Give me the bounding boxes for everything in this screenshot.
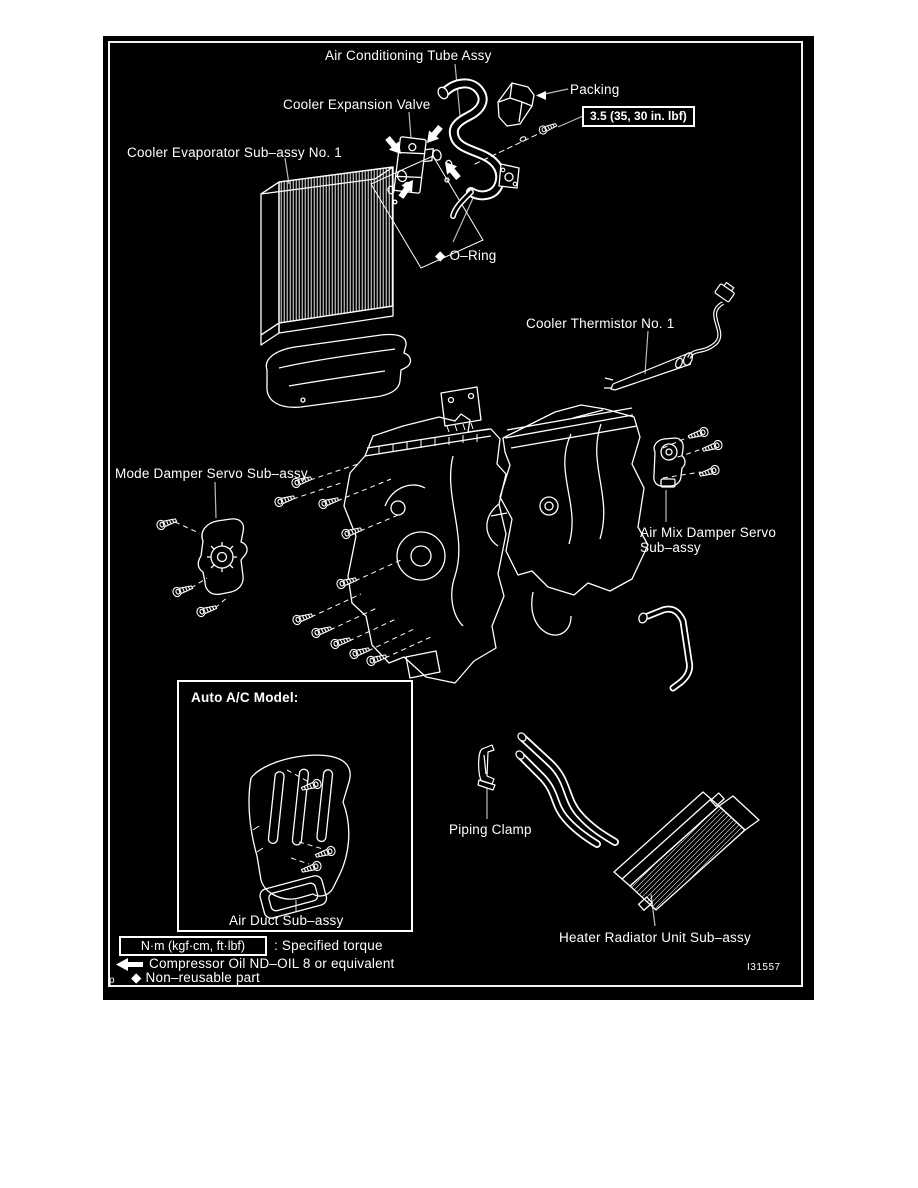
drain-tray-drawing [265, 333, 412, 408]
label-piping-clamp: Piping Clamp [449, 822, 532, 837]
thermistor-drawing [604, 281, 735, 391]
diagram-panel: Air Conditioning Tube Assy Packing 3.5 (… [103, 36, 814, 1000]
heater-radiator-drawing [515, 732, 760, 911]
air-duct-screws [286, 769, 337, 876]
legend-oil-desc: Compressor Oil ND–OIL 8 or equivalent [149, 956, 395, 971]
torque-spec-callout: 3.5 (35, 30 in. lbf) [582, 106, 695, 127]
ac-tube-drawing [437, 78, 559, 219]
label-thermistor: Cooler Thermistor No. 1 [526, 316, 675, 331]
corner-mark: p [109, 975, 115, 986]
label-expansion-valve: Cooler Expansion Valve [283, 97, 431, 112]
label-evaporator: Cooler Evaporator Sub–assy No. 1 [127, 145, 343, 160]
packing-drawing [497, 82, 535, 127]
label-ac-tube-assy: Air Conditioning Tube Assy [325, 48, 492, 63]
mode-servo-screws [155, 515, 230, 619]
legend-torque-unit-box: N·m (kgf·cm, ft·lbf) [119, 936, 267, 956]
air-duct-drawing [248, 754, 351, 919]
label-mode-damper-servo: Mode Damper Servo Sub–assy [115, 466, 308, 481]
label-o-ring: ◆ O–Ring [435, 248, 497, 263]
auto-ac-model-title: Auto A/C Model: [191, 690, 299, 705]
hvac-case-right-drawing [490, 404, 649, 636]
leader-lines [214, 63, 667, 927]
evaporator-drawing [260, 166, 394, 346]
air-mix-servo-screws [662, 425, 724, 480]
drawing-number: I31557 [747, 962, 781, 973]
mode-servo-drawing [197, 518, 248, 596]
label-air-mix-servo-line2: Sub–assy [640, 540, 701, 555]
label-air-mix-servo-line1: Air Mix Damper Servo [640, 525, 777, 540]
case-screws [273, 462, 434, 668]
label-heater-radiator: Heater Radiator Unit Sub–assy [559, 930, 751, 945]
exploded-view-art [155, 63, 760, 927]
legend-non-reusable: ◆ Non–reusable part [131, 970, 261, 985]
expansion-valve-drawing [393, 136, 434, 194]
label-air-mix-servo: Air Mix Damper Servo Sub–assy [640, 525, 776, 555]
legend-torque-desc: : Specified torque [274, 938, 383, 953]
hose-drawing [638, 605, 694, 692]
auto-ac-model-box: Auto A/C Model: [177, 680, 413, 932]
piping-clamp-drawing [477, 744, 496, 791]
air-mix-servo-drawing [653, 437, 686, 488]
compressor-oil-arrow-icon [116, 958, 143, 971]
hvac-case-left-drawing [343, 386, 507, 684]
label-packing: Packing [570, 82, 620, 97]
label-air-duct: Air Duct Sub–assy [229, 913, 344, 928]
